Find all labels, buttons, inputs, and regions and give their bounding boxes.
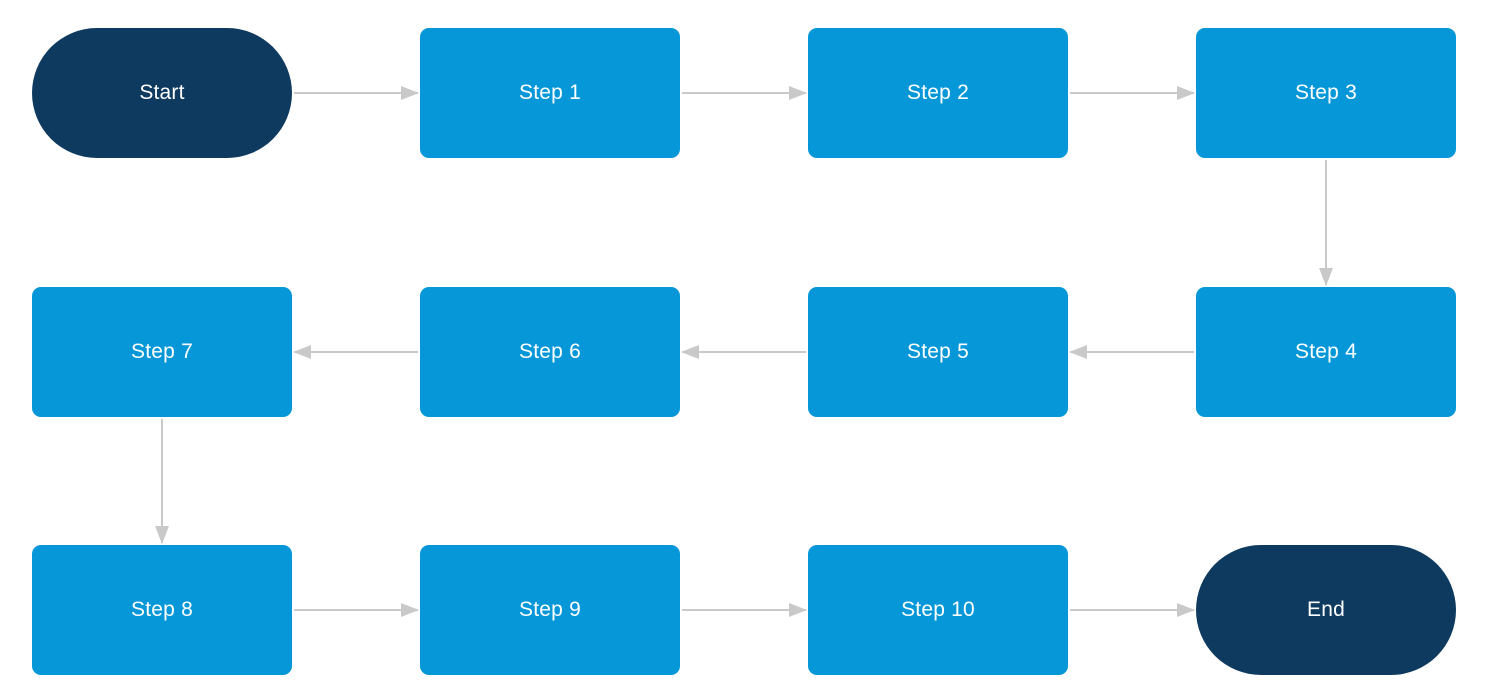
node-step-7: Step 7: [32, 287, 292, 417]
node-step-1: Step 1: [420, 28, 680, 158]
node-end-label: End: [1307, 598, 1345, 621]
node-start: Start: [32, 28, 292, 158]
node-step-10-label: Step 10: [901, 598, 975, 621]
node-step-5: Step 5: [808, 287, 1068, 417]
node-step-8: Step 8: [32, 545, 292, 675]
node-step-3: Step 3: [1196, 28, 1456, 158]
node-step-4-label: Step 4: [1295, 340, 1357, 363]
node-step-6: Step 6: [420, 287, 680, 417]
node-step-10: Step 10: [808, 545, 1068, 675]
node-step-1-label: Step 1: [519, 81, 581, 104]
node-step-4: Step 4: [1196, 287, 1456, 417]
node-step-2-label: Step 2: [907, 81, 969, 104]
node-step-2: Step 2: [808, 28, 1068, 158]
node-step-9-label: Step 9: [519, 598, 581, 621]
node-start-label: Start: [139, 81, 185, 104]
node-step-8-label: Step 8: [131, 598, 193, 621]
node-step-5-label: Step 5: [907, 340, 969, 363]
node-step-9: Step 9: [420, 545, 680, 675]
node-step-3-label: Step 3: [1295, 81, 1357, 104]
node-step-6-label: Step 6: [519, 340, 581, 363]
node-step-7-label: Step 7: [131, 340, 193, 363]
node-end: End: [1196, 545, 1456, 675]
